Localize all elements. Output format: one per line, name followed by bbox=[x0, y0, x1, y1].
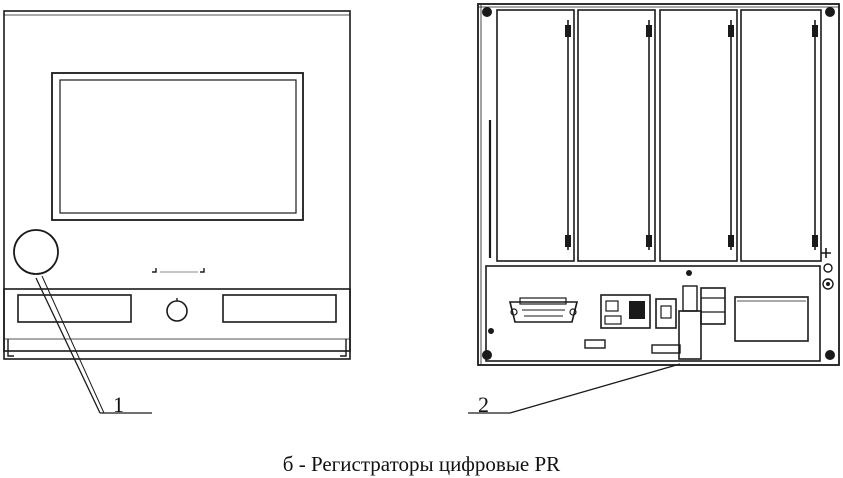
d-sub-connector bbox=[508, 297, 579, 323]
corner-screw bbox=[825, 7, 835, 17]
plug-in-module bbox=[577, 9, 656, 262]
rear-right-box bbox=[734, 296, 809, 342]
plug-in-module bbox=[740, 9, 822, 262]
rear-housing bbox=[477, 3, 840, 366]
callout-number-1: 1 bbox=[113, 392, 124, 417]
rear-view bbox=[477, 3, 840, 366]
front-round-element bbox=[13, 229, 59, 275]
figure-caption: б - Регистраторы цифровые PR bbox=[282, 452, 561, 476]
front-bottom-panel bbox=[3, 288, 351, 352]
corner-screw bbox=[825, 350, 835, 360]
rear-connector-panel bbox=[485, 265, 821, 362]
terminal-block bbox=[600, 294, 651, 329]
rear-connector-block bbox=[678, 285, 726, 360]
plug-in-module bbox=[496, 9, 575, 262]
callout-leader-1 bbox=[35, 275, 152, 414]
corner-screw bbox=[482, 7, 492, 17]
callout-leader-2 bbox=[468, 363, 681, 414]
front-slot-left bbox=[17, 294, 132, 323]
front-view bbox=[3, 10, 351, 360]
display-window-outer bbox=[51, 72, 304, 221]
front-slot-right bbox=[222, 294, 337, 323]
front-center-fastener bbox=[166, 300, 188, 322]
callout-number-2: 2 bbox=[478, 392, 489, 417]
display-window-inner bbox=[59, 79, 297, 214]
corner-screw bbox=[482, 350, 492, 360]
plug-in-module bbox=[659, 9, 738, 262]
